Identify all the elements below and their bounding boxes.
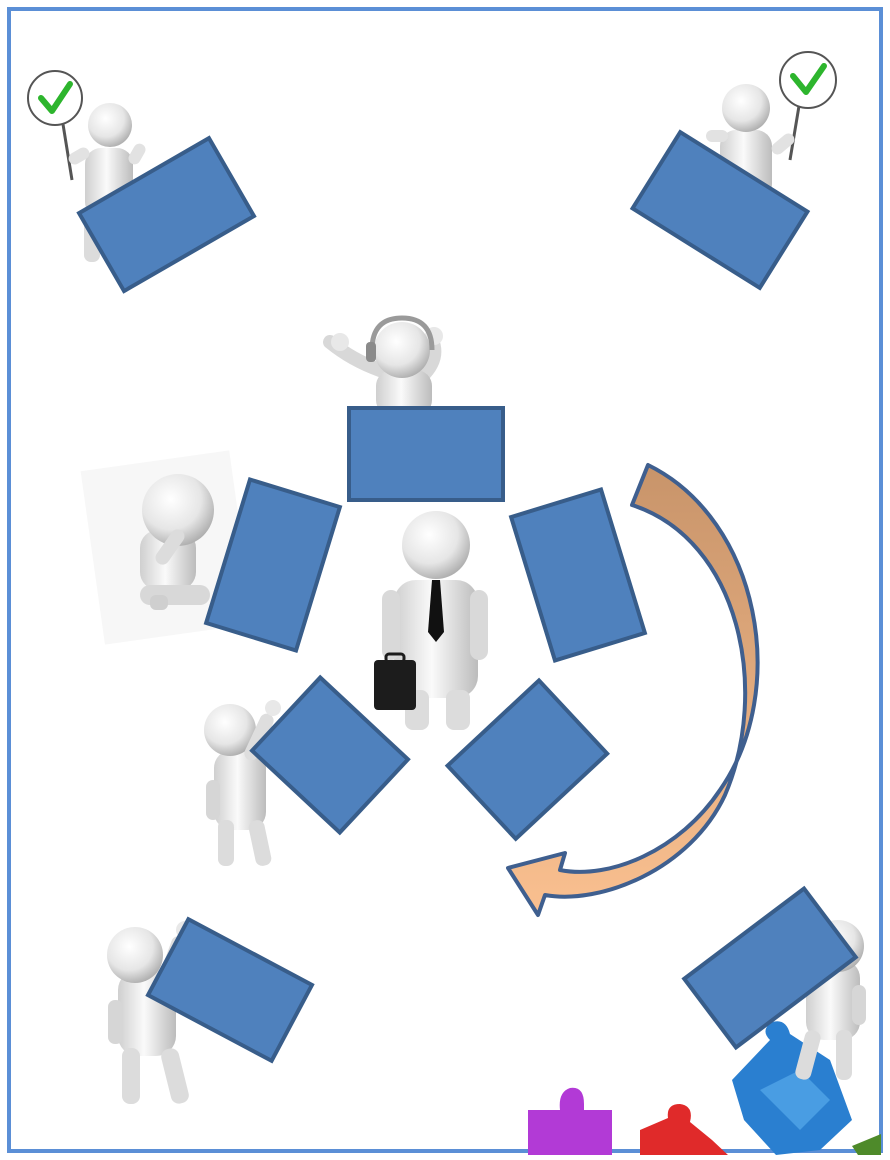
headset-person-icon <box>323 315 443 416</box>
box-center-right <box>508 487 648 663</box>
box-top-right <box>629 129 811 291</box>
check-sign-person-top-right-icon <box>706 51 837 200</box>
thinking-person-icon <box>80 450 254 645</box>
businessman-icon <box>374 511 488 730</box>
box-center-top <box>347 406 505 502</box>
box-bottom-left <box>145 916 315 1064</box>
puzzle-pieces-icon <box>528 1021 881 1155</box>
curved-arrow-icon <box>506 463 760 917</box>
frame-border <box>7 7 883 1153</box>
box-center-left <box>203 477 343 653</box>
box-center-lower-right <box>444 677 611 842</box>
box-bottom-right <box>681 885 859 1051</box>
box-center-lower-left <box>249 674 411 836</box>
box-top-left <box>76 135 257 294</box>
pushing-person-left-icon <box>204 700 281 866</box>
